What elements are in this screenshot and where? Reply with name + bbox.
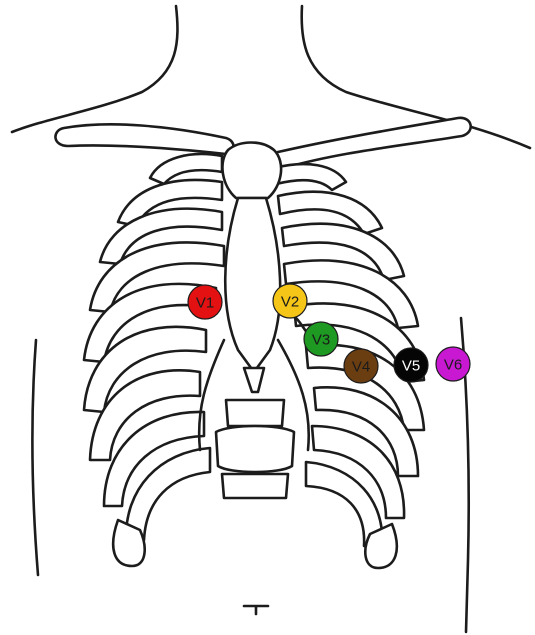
neck-left-edge: [12, 6, 177, 132]
left-arm-edge: [32, 340, 38, 575]
electrode-v1-label: V1: [196, 295, 214, 312]
vertebra-2: [216, 426, 294, 472]
left-clavicle: [55, 124, 233, 154]
right-clavicle: [272, 118, 471, 168]
vertebra-3: [222, 474, 288, 498]
electrode-v4: V4: [344, 349, 378, 383]
electrode-v6-label: V6: [444, 357, 462, 374]
right-rib-1: [274, 164, 346, 190]
electrode-v1: V1: [188, 285, 222, 319]
vertebra-1: [226, 400, 284, 426]
sternum-body: [225, 198, 280, 372]
electrode-v5: V5: [394, 348, 428, 382]
electrode-v3: V3: [304, 322, 338, 356]
navel: [244, 606, 268, 614]
electrode-v5-label: V5: [402, 358, 420, 375]
sternum: [222, 143, 281, 393]
electrode-v3-label: V3: [312, 332, 330, 349]
lumbar-spine: [216, 400, 294, 498]
electrode-v2: V2: [273, 284, 307, 318]
electrode-v6: V6: [436, 347, 470, 381]
xiphoid-process: [244, 368, 264, 392]
manubrium: [222, 143, 281, 199]
electrode-v2-label: V2: [281, 294, 299, 311]
electrode-v4-label: V4: [352, 359, 370, 376]
